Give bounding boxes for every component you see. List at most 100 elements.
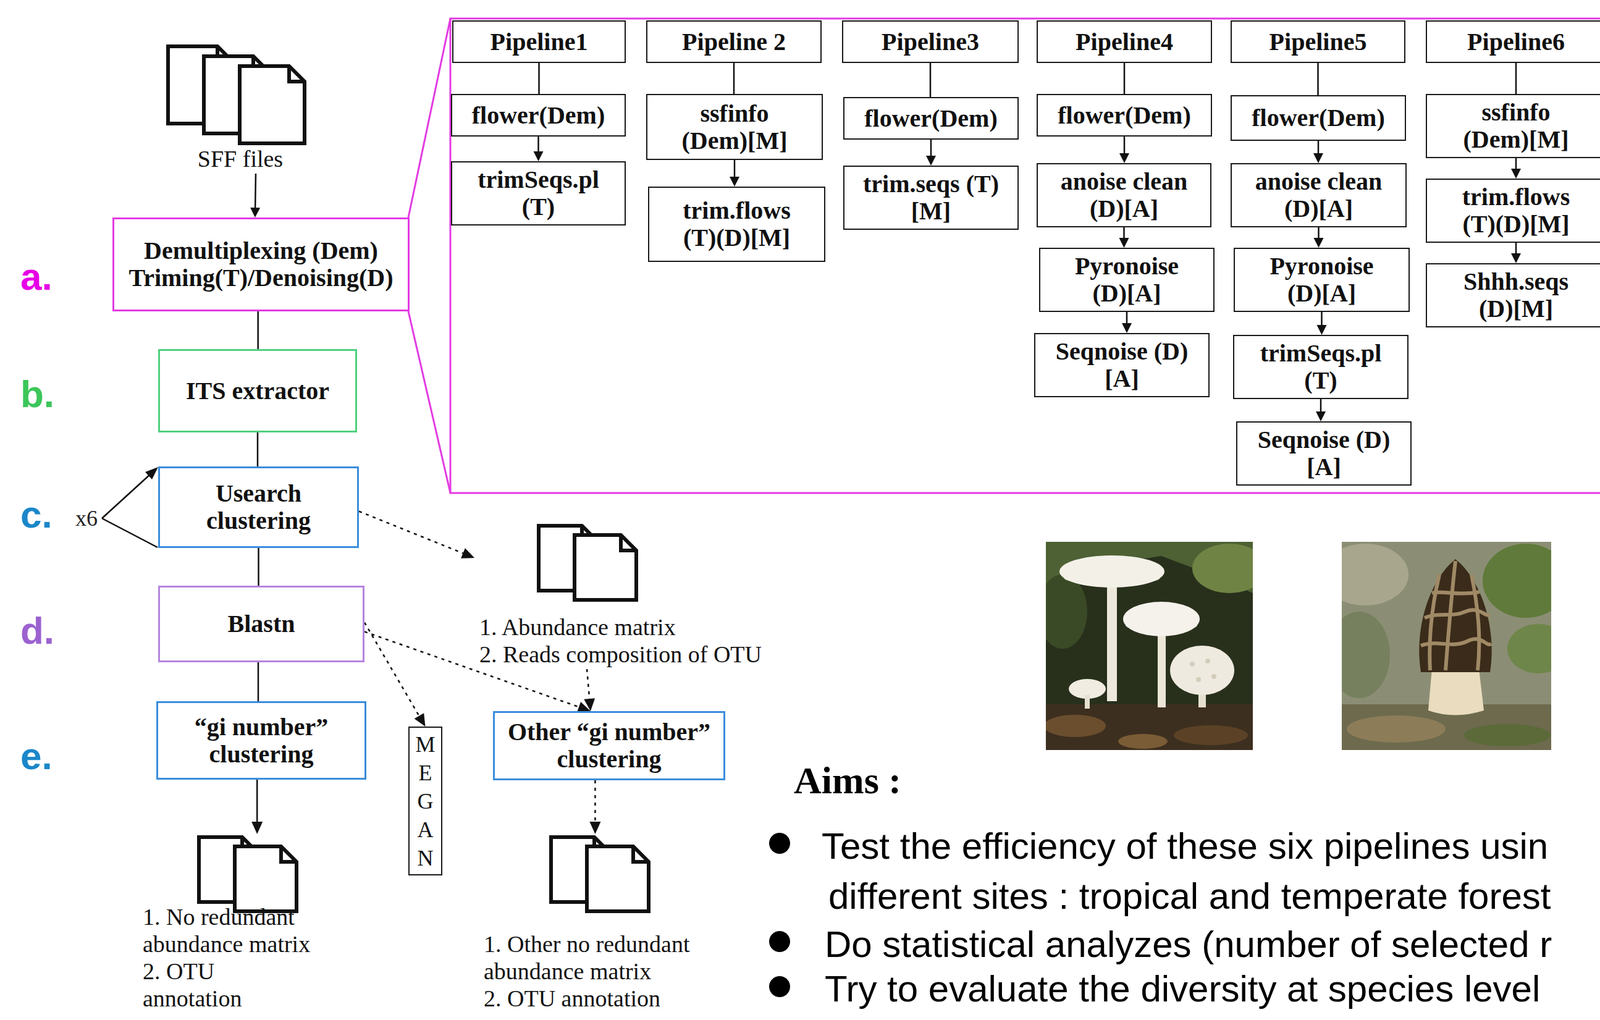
zoom-line [408, 18, 451, 218]
process-box: Other “gi number” clustering [492, 711, 726, 781]
connector-line [733, 160, 736, 178]
process-box: Usearch clustering [158, 466, 359, 548]
connector-line [1515, 63, 1518, 94]
arrow-head [1119, 237, 1130, 248]
dotted-connector [589, 780, 601, 834]
node-text: Blastn [227, 610, 296, 638]
node-text: 2. OTU annotation [483, 984, 661, 1012]
connector [538, 63, 540, 94]
connector [1124, 63, 1125, 94]
connector [926, 139, 936, 166]
connector [729, 160, 740, 187]
pipeline-header: Pipeline6 [1425, 20, 1600, 64]
node-text: 1. No redundant abundance matrix [142, 903, 316, 958]
bullet-text: Test the efficiency of these six pipelin… [821, 824, 1549, 868]
node-text: anoise clean (D)[A] [1047, 168, 1202, 223]
process-box: trim.flows (T)(D)[M] [1425, 178, 1600, 243]
process-box: Seqnoise (D)[A] [1034, 332, 1210, 398]
step-letter: b. [20, 371, 55, 416]
connector-line [538, 63, 540, 94]
process-box: Seqnoise (D)[A] [1236, 421, 1412, 486]
node-text: flower(Dem) [471, 101, 605, 130]
process-box: flower(Dem) [1230, 95, 1407, 141]
connector-line [364, 622, 420, 718]
process-box: trim.flows (T)(D)[M] [648, 186, 826, 262]
connector-line [1320, 399, 1323, 413]
connector [1119, 227, 1130, 248]
connector-line [1123, 63, 1126, 94]
bullet-text: different sites : tropical and temperate… [828, 874, 1552, 918]
connector [250, 173, 261, 218]
process-box: Blastn [158, 585, 365, 663]
process-box: ssfinfo (Dem)[M] [646, 93, 823, 160]
node-text: trimSeqs.pl (T) [467, 166, 610, 221]
node-text: Other “gi number” clustering [502, 718, 716, 773]
process-box: ITS extractor [158, 349, 358, 433]
connector [258, 547, 259, 586]
loop-arrow [101, 473, 158, 548]
connector [1121, 311, 1132, 333]
connector-line [358, 511, 464, 555]
connector-line [1123, 227, 1125, 240]
connector [251, 779, 263, 834]
arrow-head [145, 467, 159, 480]
node-text: Pipeline5 [1269, 28, 1368, 56]
connector-line [1515, 158, 1518, 170]
arrow-head [251, 821, 263, 834]
node-text: flower(Dem) [1057, 101, 1191, 130]
arrow-head [250, 207, 261, 218]
node-text: Pipeline1 [490, 28, 589, 56]
arrow-head [533, 151, 544, 162]
node-text: flower(Dem) [1251, 104, 1385, 132]
node-text: “gi number” clustering [171, 713, 351, 768]
connector-line [256, 311, 259, 350]
pipeline-header: Pipeline4 [1036, 20, 1213, 64]
process-box: Demultiplexing (Dem) Triming(T)/Denoisin… [112, 217, 410, 312]
panel-outline [450, 18, 1600, 493]
node-text: trimSeqs.pl (T) [1249, 339, 1392, 395]
node-text: trim.seqs (T)[M] [859, 170, 1003, 225]
node-text: ssfinfo (Dem)[M] [666, 100, 803, 155]
file-icon: SFF files [163, 40, 318, 174]
connector [930, 63, 931, 97]
arrow-head [1313, 237, 1324, 248]
connector [1317, 311, 1327, 335]
connector-line [586, 669, 590, 700]
connector-line [256, 432, 259, 467]
arrow-head [583, 698, 595, 712]
dotted-connector [358, 511, 475, 559]
node-text: Pipeline3 [881, 28, 980, 56]
connector-line [1317, 63, 1319, 96]
tool-box: MEGAN [408, 726, 443, 876]
node-text: Demultiplexing (Dem) Triming(T)/Denoisin… [123, 237, 399, 292]
pipeline-panel [408, 18, 1600, 493]
bullet-text: Do statistical analyzes (number of selec… [824, 922, 1552, 966]
dotted-connector [364, 622, 426, 727]
mushroom-photo [1045, 541, 1253, 750]
process-box: Shhh.seqs (D)[M] [1425, 263, 1600, 328]
node-text: Usearch clustering [172, 480, 346, 535]
arrow-head [1119, 153, 1130, 164]
pipeline-header: Pipeline5 [1230, 20, 1406, 64]
connector [1313, 227, 1324, 248]
step-letter: c. [20, 492, 53, 537]
connector-line [1123, 136, 1126, 155]
output-file: 1. Other no redundant abundance matrix2.… [478, 833, 726, 1014]
bullet-text: Try to evaluate the diversity at species… [824, 967, 1541, 1011]
morel-photo [1341, 541, 1552, 750]
connector-line [1126, 311, 1129, 325]
connector-line [257, 662, 260, 702]
arrow-head [1313, 153, 1324, 164]
node-text: 1. Other no redundant abundance matrix [483, 930, 700, 985]
step-letter: d. [20, 608, 55, 653]
connector-line [930, 139, 933, 157]
process-box: trimSeqs.pl (T) [450, 161, 626, 226]
zoom-line [408, 311, 451, 493]
process-box: “gi number” clustering [156, 701, 367, 780]
connector [257, 432, 259, 467]
connector [1315, 399, 1326, 422]
process-box: trimSeqs.pl (T) [1233, 334, 1409, 400]
connector-line [254, 173, 257, 209]
node-text: SFF files [197, 145, 283, 173]
connector [733, 63, 735, 94]
